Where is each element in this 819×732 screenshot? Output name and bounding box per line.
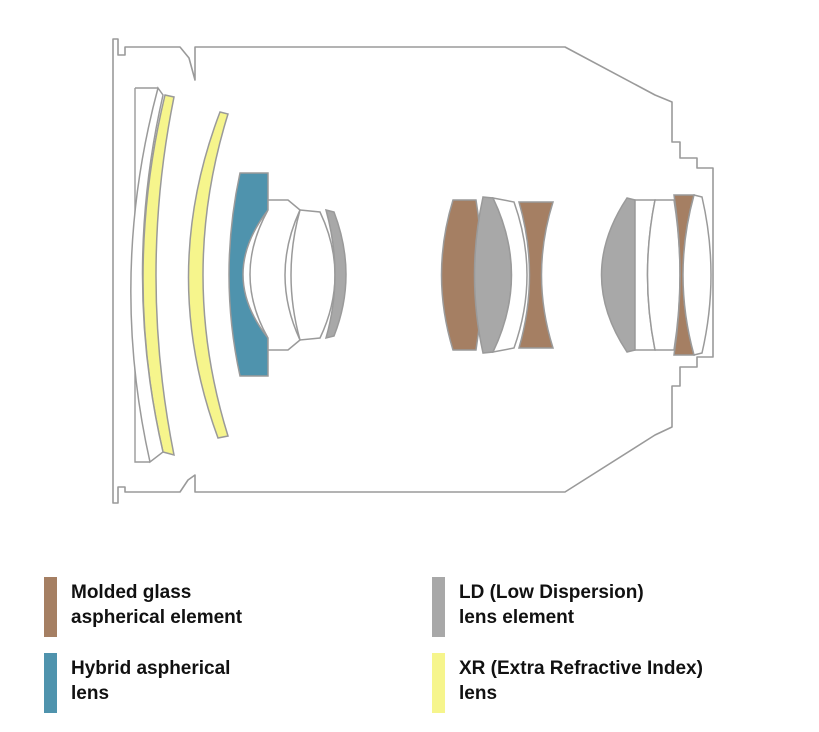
lens-element-7 [324,208,347,340]
lens-element-5 [249,199,301,351]
lens-element-1 [142,94,175,457]
lens-element-4 [228,172,269,377]
legend-label-ld-line2: lens element [459,607,575,628]
legend-swatch-molded [44,577,57,637]
lens-element-16 [682,194,712,356]
lens-element-12 [600,197,636,353]
legend-item-xr: XR (Extra Refractive Index) lens [432,653,703,713]
lens-element-2 [187,111,229,439]
legend-label-molded: Molded glass aspherical element [71,580,242,630]
lens-barrel-outline [112,38,714,504]
lens-element-14 [646,199,681,351]
lens-construction-diagram [112,38,714,504]
legend-label-molded-line1: Molded glass [71,582,192,603]
legend-label-xr-line1: XR (Extra Refractive Index) [459,658,703,679]
legend-swatch-ld [432,577,445,637]
legend-label-xr-line2: lens [459,683,498,704]
lens-element-6 [290,209,336,341]
legend-label-xr: XR (Extra Refractive Index) lens [459,656,703,706]
lens-element-10 [491,196,528,354]
legend-label-molded-line2: aspherical element [71,607,243,628]
legend-item-ld: LD (Low Dispersion) lens element [432,577,644,637]
lens-element-3 [130,86,164,464]
legend-item-molded: Molded glass aspherical element [44,577,242,637]
legend-label-ld-line1: LD (Low Dispersion) [459,582,644,603]
legend-label-hybrid-line1: Hybrid aspherical [71,658,231,679]
legend-swatch-xr [432,653,445,713]
legend-item-hybrid: Hybrid aspherical lens [44,653,230,713]
legend-swatch-hybrid [44,653,57,713]
lens-element-11 [518,201,555,349]
legend-label-ld: LD (Low Dispersion) lens element [459,580,644,630]
legend-label-hybrid-line2: lens [71,683,110,704]
legend-label-hybrid: Hybrid aspherical lens [71,656,230,706]
